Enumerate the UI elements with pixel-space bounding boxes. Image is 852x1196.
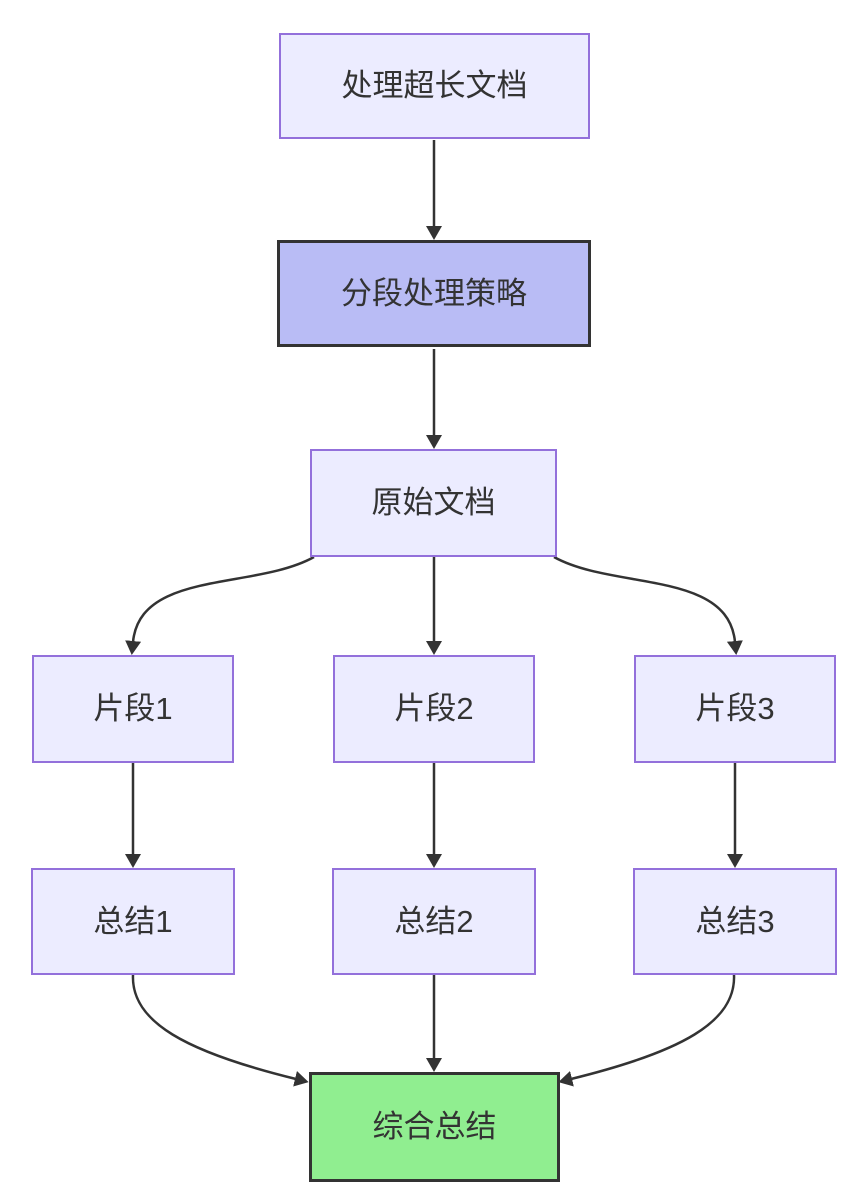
node-label: 综合总结	[372, 1109, 497, 1145]
node-segmentation-strategy: 分段处理策略	[277, 240, 591, 347]
node-label: 片段3	[695, 691, 775, 727]
node-summary-3: 总结3	[633, 868, 837, 975]
node-process-long-doc: 处理超长文档	[279, 33, 590, 139]
node-label: 总结3	[695, 903, 775, 939]
node-label: 分段处理策略	[341, 275, 527, 311]
node-label: 原始文档	[371, 485, 496, 521]
node-summary-1: 总结1	[31, 868, 235, 975]
node-summary-2: 总结2	[332, 868, 536, 975]
node-label: 片段2	[394, 691, 474, 727]
node-chunk-1: 片段1	[32, 655, 234, 763]
node-label: 片段1	[93, 691, 173, 727]
node-chunk-2: 片段2	[333, 655, 535, 763]
edge-sum3-final	[558, 974, 736, 1087]
edge-original-chunk1	[125, 555, 315, 655]
node-chunk-3: 片段3	[634, 655, 836, 763]
node-original-document: 原始文档	[310, 449, 557, 557]
node-combined-summary: 综合总结	[309, 1072, 560, 1182]
node-label: 总结1	[93, 903, 173, 939]
node-label: 总结2	[394, 903, 474, 939]
node-label: 处理超长文档	[341, 68, 528, 104]
edge-original-chunk3	[553, 555, 743, 655]
edge-sum1-final	[131, 974, 309, 1087]
